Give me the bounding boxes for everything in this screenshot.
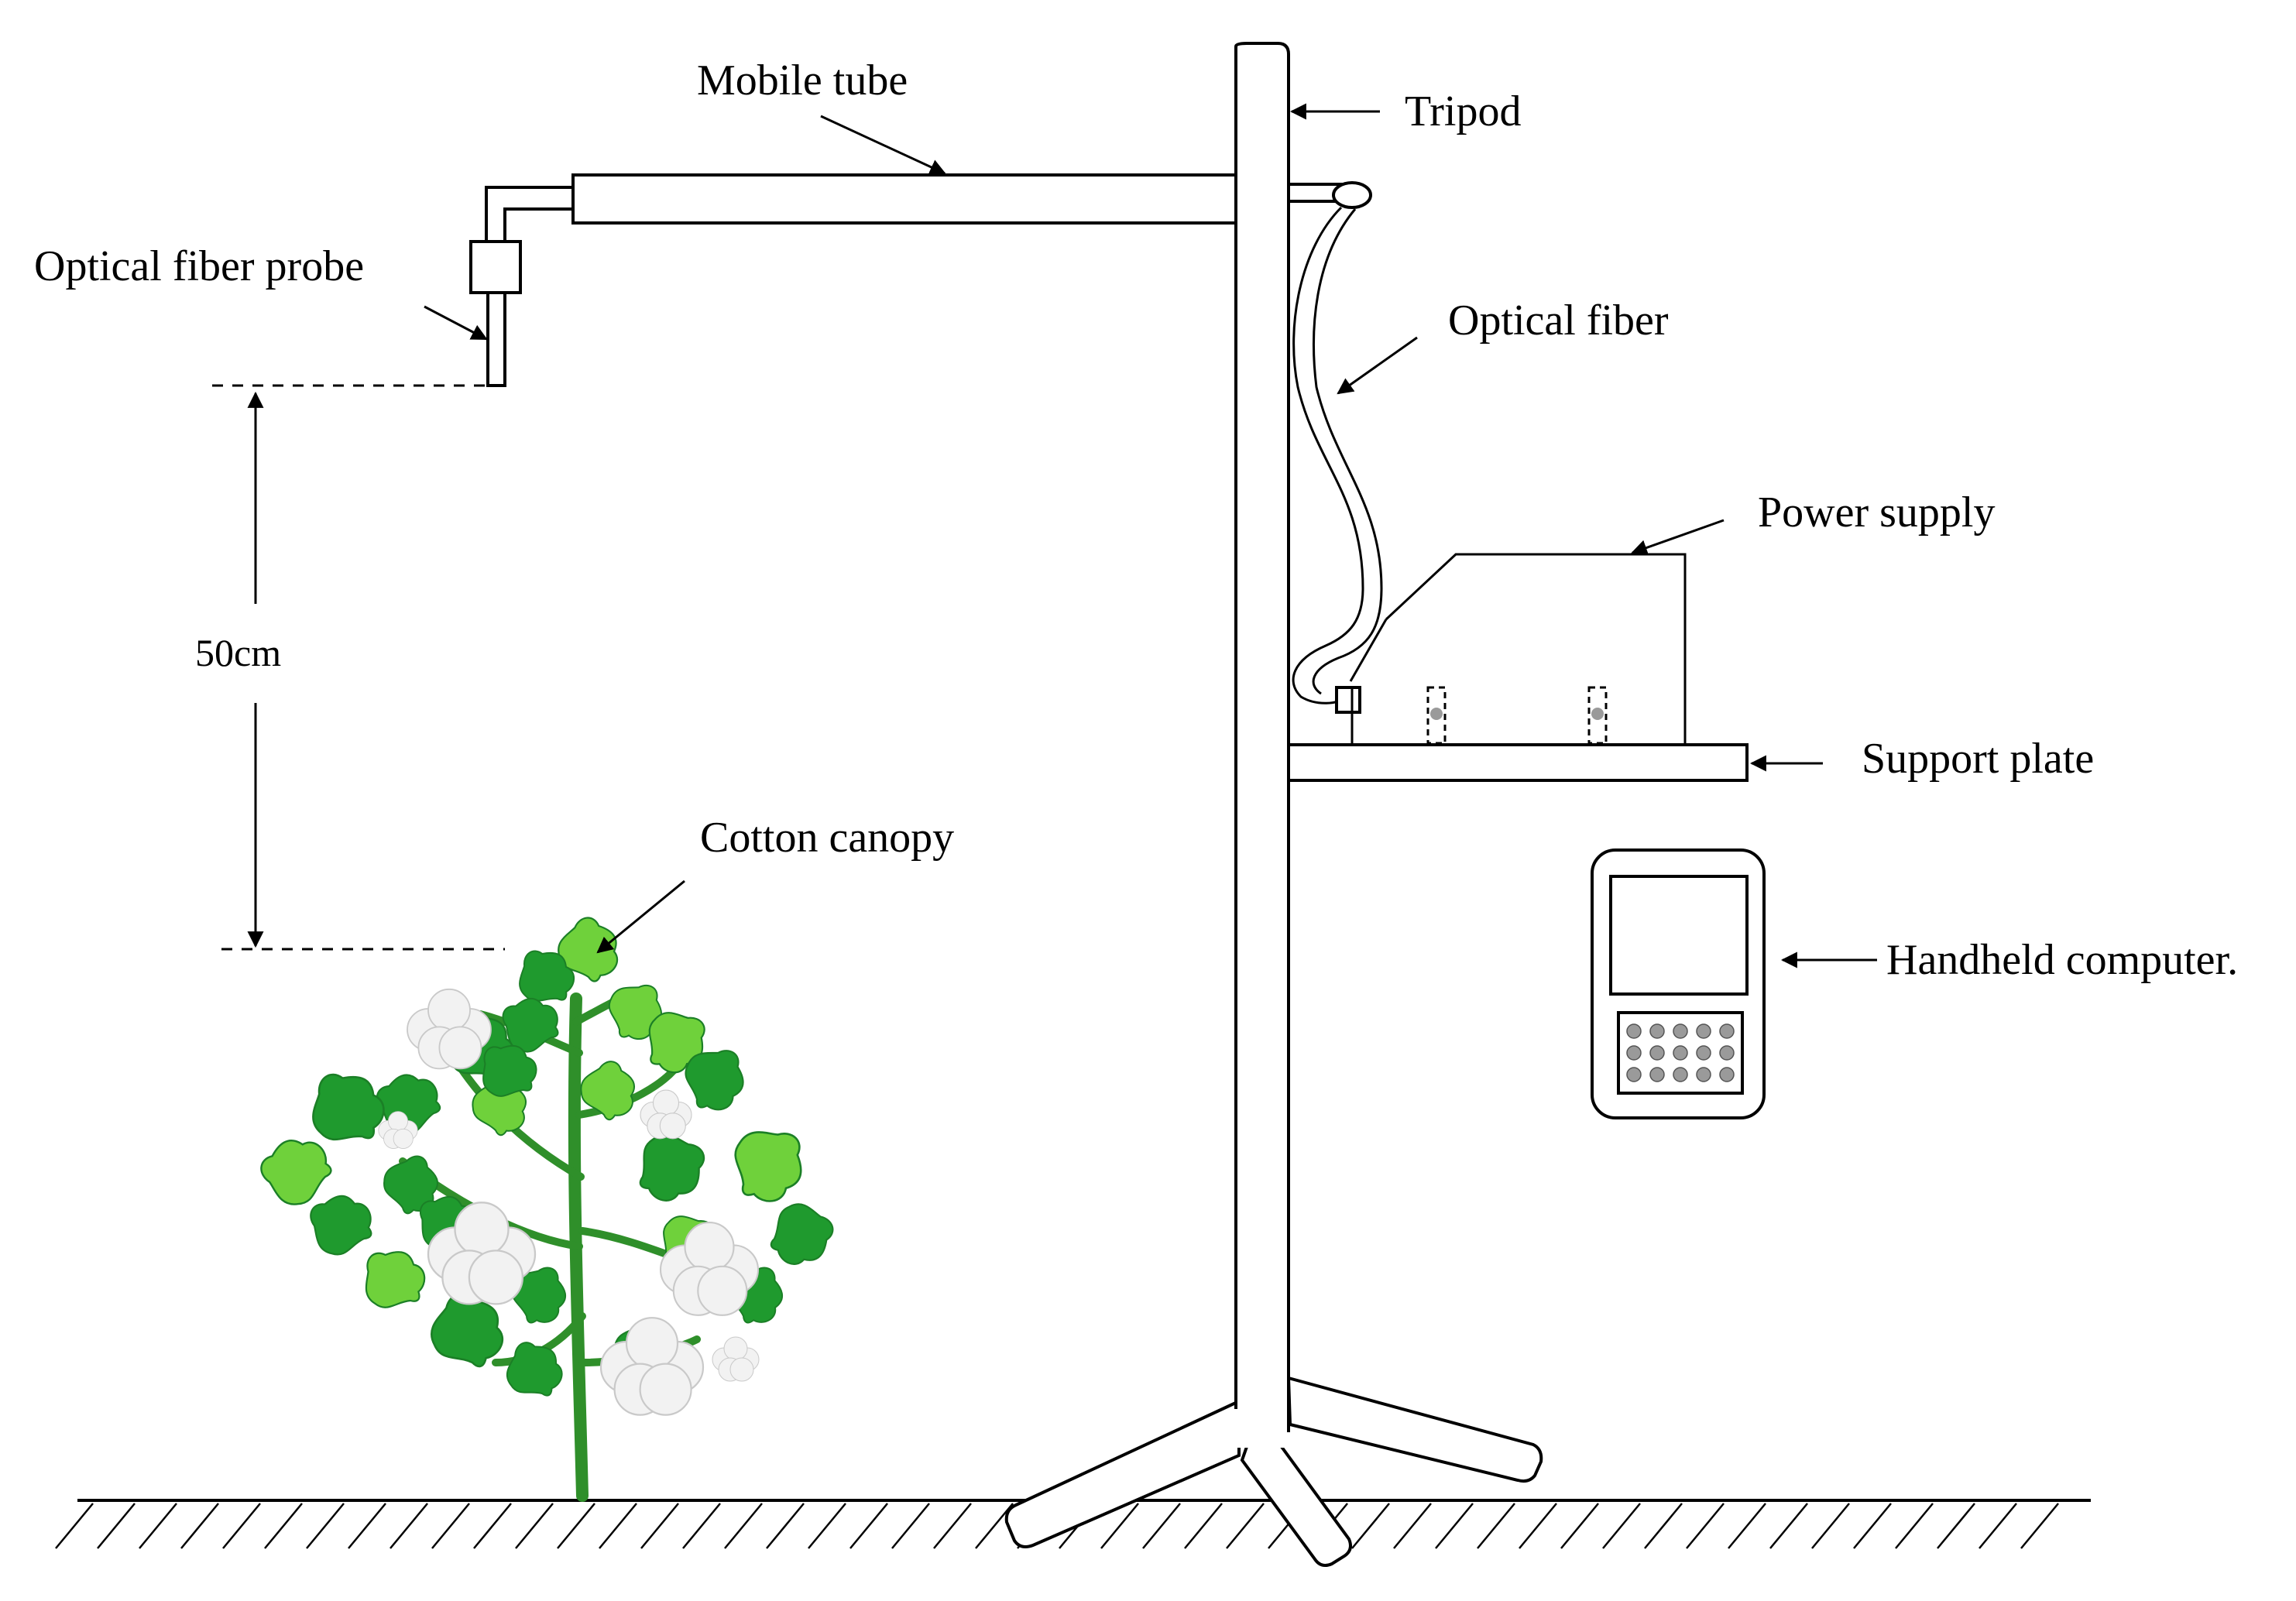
keypad-key (1673, 1023, 1688, 1039)
ground-hatch (1895, 1503, 1934, 1549)
ground-hatch (1728, 1503, 1766, 1549)
ground-hatch (390, 1503, 428, 1549)
ground-hatch (849, 1503, 888, 1549)
ground-hatch (933, 1503, 972, 1549)
ground-hatch (1435, 1503, 1474, 1549)
ground-hatch (1853, 1503, 1892, 1549)
ground-hatch (557, 1503, 595, 1549)
keypad-key (1626, 1045, 1642, 1061)
ground-hatch (348, 1503, 386, 1549)
label-tripod: Tripod (1289, 87, 1521, 135)
cotton-leaf (348, 1236, 437, 1325)
keypad-key (1696, 1045, 1711, 1061)
ground-hatch (808, 1503, 846, 1549)
ground-hatch (1351, 1503, 1390, 1549)
ground-hatch (139, 1503, 177, 1549)
ground-hatch (97, 1503, 136, 1549)
keypad-key (1719, 1067, 1735, 1082)
cotton-boll (407, 988, 492, 1070)
support-plate (1287, 743, 1749, 782)
mobile-tube (485, 173, 1372, 252)
optical-fiber-probe (469, 240, 522, 387)
keypad (1626, 1023, 1735, 1082)
ground-hatch (180, 1503, 219, 1549)
keypad-key (1626, 1023, 1642, 1039)
keypad-key (1719, 1023, 1735, 1039)
cotton-canopy-text: Cotton canopy (700, 814, 954, 862)
ground-hatch (1184, 1503, 1223, 1549)
handheld-computer-text: Handheld computer. (1886, 936, 2238, 984)
keypad-key (1649, 1067, 1665, 1082)
keypad-key (1673, 1067, 1688, 1082)
optical-fiber-probe-text: Optical fiber probe (34, 242, 364, 290)
optical-fiber-cable (1292, 206, 1383, 714)
support-plate-text: Support plate (1862, 735, 2094, 783)
ground-hatch (1979, 1503, 2017, 1549)
mobile-tube-text: Mobile tube (697, 57, 908, 105)
cotton-boll (640, 1089, 692, 1140)
ground-hatch (1142, 1503, 1181, 1549)
ground-hatch (264, 1503, 303, 1549)
ground-hatch (766, 1503, 805, 1549)
label-support-plate: Support plate (1749, 735, 2094, 783)
label-optical-fiber: Optical fiber (1337, 297, 1669, 395)
cotton-leaf (764, 1198, 839, 1269)
label-mobile-tube: Mobile tube (697, 57, 946, 175)
cotton-leaf (255, 1133, 337, 1211)
label-power-supply: Power supply (1631, 489, 1995, 556)
ground-hatch (682, 1503, 721, 1549)
ground-hatch (1226, 1503, 1265, 1549)
tripod-text: Tripod (1405, 87, 1521, 135)
ground-hatch (1811, 1503, 1850, 1549)
ground-hatch (1477, 1503, 1515, 1549)
ground-hatch (2020, 1503, 2059, 1549)
ground-hatch (1602, 1503, 1641, 1549)
ground-hatch (1560, 1503, 1599, 1549)
ground-hatch (640, 1503, 679, 1549)
cotton-plant (255, 917, 839, 1502)
keypad-key (1696, 1023, 1711, 1039)
keypad-key (1649, 1023, 1665, 1039)
label-optical-fiber-probe: Optical fiber probe (34, 242, 488, 341)
ground-hatch (306, 1503, 345, 1549)
keypad-key (1673, 1045, 1688, 1061)
ground-hatch (1100, 1503, 1139, 1549)
ground-hatch (599, 1503, 637, 1549)
cotton-boll (599, 1317, 705, 1416)
ground-hatch (891, 1503, 930, 1549)
ground-hatch (1393, 1503, 1432, 1549)
cotton-leaf (716, 1111, 820, 1215)
tripod (1004, 42, 1543, 1567)
label-cotton-canopy: Cotton canopy (596, 814, 954, 954)
ground-hatch (1644, 1503, 1683, 1549)
ground-hatch (222, 1503, 261, 1549)
handheld-computer (1591, 848, 1766, 1119)
distance-marker (212, 384, 505, 951)
distance-text: 50cm (195, 631, 281, 674)
ground-hatch (1769, 1503, 1808, 1549)
ground-hatch (1519, 1503, 1557, 1549)
optical-fiber-text: Optical fiber (1448, 297, 1669, 345)
ground-hatch (724, 1503, 763, 1549)
keypad-key (1649, 1045, 1665, 1061)
ground-hatch (55, 1503, 94, 1549)
keypad-key (1696, 1067, 1711, 1082)
ground-hatch (515, 1503, 554, 1549)
power-supply-text: Power supply (1758, 489, 1995, 537)
keypad-key (1626, 1067, 1642, 1082)
label-handheld-computer: Handheld computer. (1780, 936, 2238, 984)
ground-hatch (431, 1503, 470, 1549)
power-supply (1349, 553, 1687, 745)
ground-hatch (975, 1503, 1014, 1549)
ground-hatch (473, 1503, 512, 1549)
ground-hatch (1937, 1503, 1975, 1549)
cotton-boll (712, 1336, 760, 1382)
ground-hatch (1686, 1503, 1725, 1549)
keypad-key (1719, 1045, 1735, 1061)
